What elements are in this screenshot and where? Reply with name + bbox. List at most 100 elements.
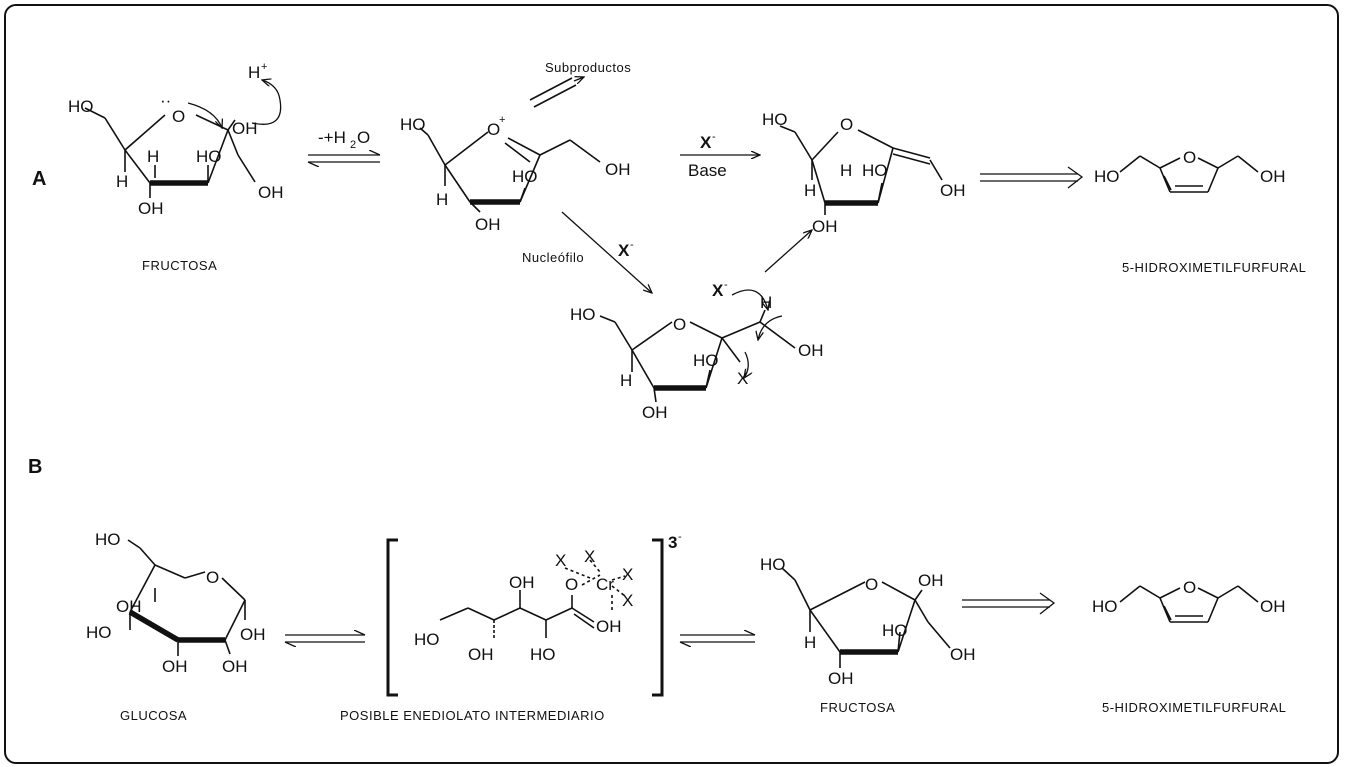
atom-oh: OH — [232, 119, 258, 138]
proton-charge: + — [261, 61, 267, 73]
base-x-label: X - — [700, 131, 716, 152]
ring-oxygen: O — [206, 568, 219, 587]
atom-h: H — [116, 172, 128, 191]
attacking-x-label: X - — [712, 279, 728, 300]
atom-ho: HO — [86, 623, 112, 642]
hmf-structure-b: O HO OH — [1092, 578, 1286, 623]
atom-oh: OH — [138, 199, 164, 218]
irreversible-arrow-a — [980, 166, 1084, 189]
svg-text:-: - — [724, 279, 728, 291]
atom-oh: OH — [1260, 597, 1286, 616]
svg-text:X: X — [618, 241, 630, 260]
atom-h: H — [840, 161, 852, 180]
fructose-label-b: FRUCTOSA — [820, 700, 895, 715]
atom-h: H — [147, 147, 159, 166]
svg-text:X: X — [712, 281, 724, 300]
section-label-b: B — [28, 456, 42, 478]
equilibrium-arrow-b1 — [285, 635, 365, 642]
nucleophile-x-label: X - — [618, 239, 634, 260]
atom-h: H — [804, 633, 816, 652]
section-label-a: A — [32, 168, 46, 190]
ligand-x: X — [622, 565, 633, 584]
atom-ho: HO — [882, 621, 908, 640]
svg-text:2: 2 — [350, 139, 356, 151]
byproducts-label: Subproductos — [545, 60, 631, 75]
glucose-structure: O HO OH HO OH OH OH — [86, 530, 266, 676]
atom-oh: OH — [812, 217, 838, 236]
lone-pair-dots: ·· — [160, 91, 171, 110]
atom-oh: OH — [798, 341, 824, 360]
ring-oxygen: O — [1183, 578, 1196, 597]
ligand-x: X — [584, 547, 595, 566]
atom-oh: OH — [596, 617, 622, 636]
ligand-x: X — [622, 591, 633, 610]
equilibrium-arrow-b2 — [680, 635, 755, 642]
ring-oxygen: O — [1183, 148, 1196, 167]
glucose-label: GLUCOSA — [120, 708, 187, 723]
proton-h: H — [248, 63, 260, 82]
base-label: Base — [688, 161, 727, 180]
svg-text:-+H: -+H — [318, 128, 346, 147]
hmf-label-a: 5-HIDROXIMETILFURFURAL — [1122, 260, 1306, 275]
atom-ho: HO — [95, 530, 121, 549]
atom-oh: OH — [1260, 167, 1286, 186]
atom-ho: HO — [1094, 167, 1120, 186]
atom-h: H — [804, 181, 816, 200]
svg-text:3: 3 — [668, 533, 677, 552]
ring-oxygen: O — [487, 120, 500, 139]
atom-ho: HO — [862, 161, 888, 180]
atom-ho: HO — [196, 147, 222, 166]
atom-h: H — [620, 371, 632, 390]
atom-oh: OH — [475, 215, 501, 234]
chromium-center: Cr — [596, 575, 614, 594]
atom-oh: OH — [642, 403, 668, 422]
ring-oxygen: O — [172, 107, 185, 126]
atom-ho: HO — [530, 645, 556, 664]
figure-frame — [4, 4, 1339, 764]
enediolate-intermediate: HO OH OH HO O Cr OH X X X X 3 - — [386, 531, 682, 697]
complex-charge: 3 - — [668, 531, 682, 552]
atom-ho: HO — [414, 630, 440, 649]
atom-ho: HO — [512, 167, 538, 186]
atom-oh: OH — [240, 625, 266, 644]
enolate-oxygen: O — [565, 575, 578, 594]
atom-ho: HO — [760, 555, 786, 574]
ligand-x: X — [555, 551, 566, 570]
svg-text:-: - — [712, 131, 716, 143]
x-adduct-intermediate: O HO H OH HO X H OH — [570, 289, 824, 422]
atom-oh: OH — [116, 597, 142, 616]
enol-intermediate: O HO H H HO OH OH — [762, 110, 966, 236]
enediolate-label: POSIBLE ENEDIOLATO INTERMEDIARIO — [340, 708, 605, 723]
svg-text:-: - — [630, 239, 634, 251]
atom-ho: HO — [400, 115, 426, 134]
equilibrium-arrow-a1 — [308, 155, 380, 162]
atom-oh: OH — [222, 657, 248, 676]
svg-text:O: O — [357, 128, 370, 147]
oxonium-charge: + — [499, 114, 505, 126]
atom-h: H — [436, 190, 448, 209]
water-loss-label: -+H 2 O — [318, 128, 370, 151]
atom-oh: OH — [605, 160, 631, 179]
ring-oxygen: O — [865, 575, 878, 594]
hmf-label-b: 5-HIDROXIMETILFURFURAL — [1102, 700, 1286, 715]
fructose-label-a: FRUCTOSA — [142, 258, 217, 273]
oxocarbenium-ion: O + HO H OH HO OH — [400, 77, 631, 234]
hmf-structure-a: O HO OH — [1094, 148, 1286, 193]
nucleophile-arrow — [561, 211, 652, 293]
atom-h: H — [760, 293, 772, 312]
atom-oh: OH — [828, 669, 854, 688]
svg-text:-: - — [678, 531, 682, 543]
irreversible-arrow-b — [962, 592, 1056, 615]
atom-oh: OH — [940, 181, 966, 200]
atom-oh: OH — [258, 183, 284, 202]
atom-ho: HO — [68, 97, 94, 116]
atom-oh: OH — [918, 571, 944, 590]
nucleophile-label: Nucleófilo — [522, 250, 584, 265]
fructose-ring-a: O ·· HO H H OH HO OH OH H + — [68, 61, 284, 218]
ring-oxygen: O — [673, 315, 686, 334]
atom-ho: HO — [570, 305, 596, 324]
atom-ho: HO — [693, 351, 719, 370]
ring-oxygen: O — [840, 115, 853, 134]
elimination-arrow — [764, 230, 812, 273]
